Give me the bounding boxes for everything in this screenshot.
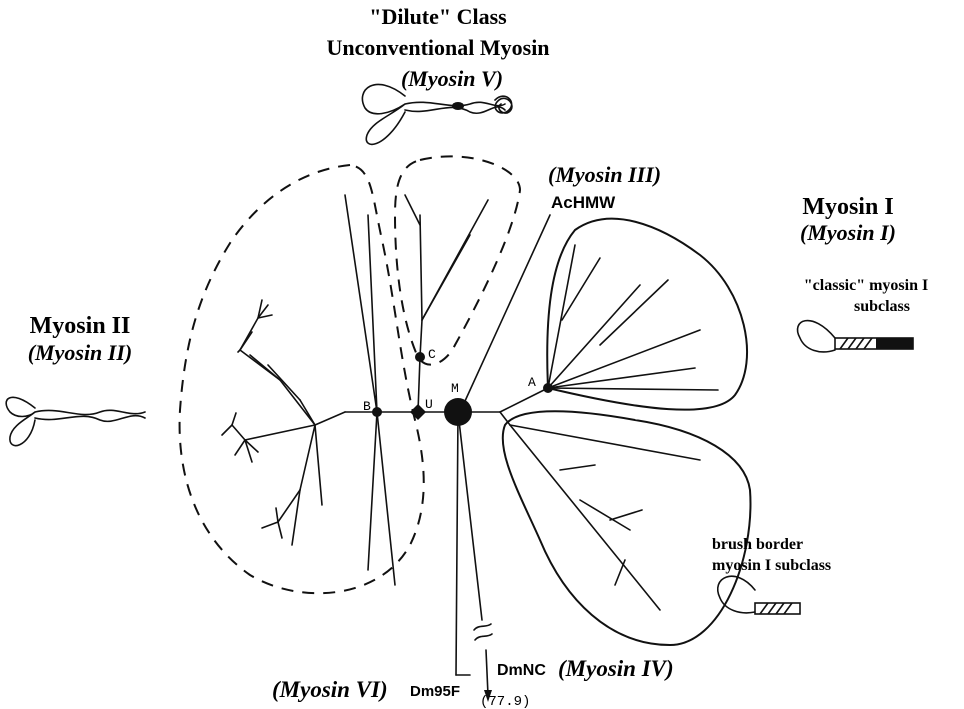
node-b-label: B <box>363 399 371 414</box>
brush-border-label-line1: brush border <box>712 536 803 553</box>
dm95f-label: Dm95F <box>410 683 460 700</box>
node-c-marker <box>415 352 425 362</box>
classic-myosin-i-icon <box>798 321 913 352</box>
myosin-i-subtitle: (Myosin I) <box>800 220 896 245</box>
branch-length-label: (77.9) <box>480 694 530 709</box>
myosin-v-group-outline <box>395 156 520 364</box>
node-a-marker <box>543 383 553 393</box>
node-u-marker <box>410 404 426 420</box>
node-c-label: C <box>428 347 436 362</box>
dilute-class-title: "Dilute" Class <box>369 4 507 29</box>
node-m-label: M <box>451 381 459 396</box>
myosin-ii-group-outline <box>180 165 424 593</box>
myosin-iv-label: (Myosin IV) <box>558 656 674 681</box>
unconventional-myosin-title: Unconventional Myosin <box>326 35 549 60</box>
node-u-label: U <box>425 397 433 412</box>
node-b-marker <box>372 407 382 417</box>
myosin-iii-label: (Myosin III) <box>548 162 661 187</box>
myosin-vi-label: (Myosin VI) <box>272 677 388 702</box>
myosin-ii-subtitle: (Myosin II) <box>28 340 133 365</box>
achmw-label: AcHMW <box>551 193 616 212</box>
node-m-marker <box>444 398 472 426</box>
brush-border-label-line2: myosin I subclass <box>712 557 831 574</box>
myosin-ii-icon <box>6 397 145 445</box>
node-a-label: A <box>528 375 536 390</box>
myosin-v-label: (Myosin V) <box>401 66 503 91</box>
tree-branches <box>222 195 718 702</box>
myosin-ii-title: Myosin II <box>30 313 131 339</box>
myosin-i-title: Myosin I <box>802 194 893 220</box>
dmnc-label: DmNC <box>497 662 546 679</box>
myosin-v-icon <box>362 84 512 144</box>
classic-myosin-i-hull <box>547 219 747 410</box>
classic-subclass-label-line1: "classic" myosin I <box>804 277 928 294</box>
classic-subclass-label-line2: subclass <box>854 298 910 315</box>
